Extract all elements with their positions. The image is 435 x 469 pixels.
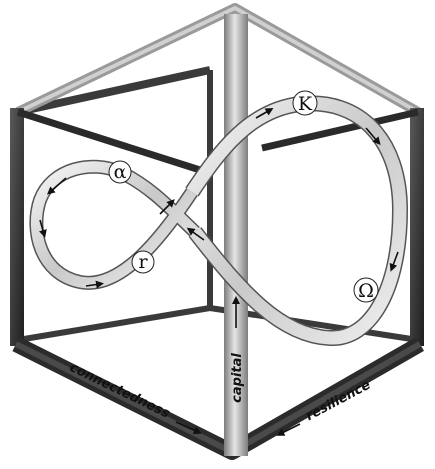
axis-labels: capital connectedness resilience [67,300,373,434]
alpha-text: α [114,161,127,183]
omega-text: Ω [358,280,374,302]
alpha-label: α [109,161,131,183]
capital-axis: capital [230,353,245,403]
omega-label: Ω [354,278,378,302]
k-text: K [298,93,313,115]
r-text: r [138,251,148,273]
r-label: r [132,251,154,273]
capital-label: capital [230,353,245,403]
connectedness-label: connectedness [67,360,172,422]
connectedness-axis: connectedness [67,360,172,422]
k-label: K [293,91,317,115]
